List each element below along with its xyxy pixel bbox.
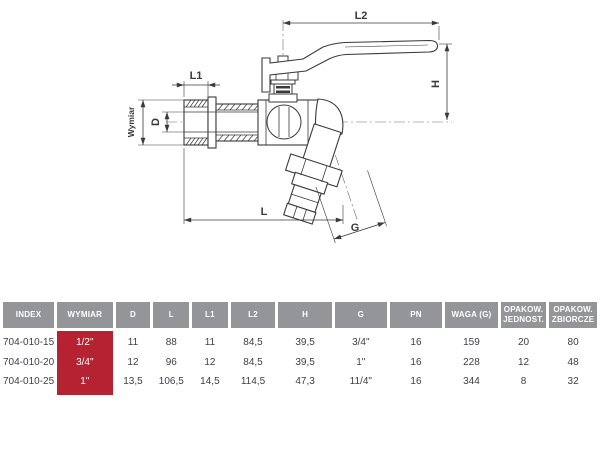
cell-wymiar: 1" — [57, 372, 113, 395]
cell-l1: 11 — [204, 337, 216, 348]
packing-ring-1 — [276, 86, 290, 89]
cell-index: 704-010-25 — [3, 376, 55, 387]
col-header-g: G — [334, 302, 387, 331]
valve-technical-drawing: L2 L1 Wymiar D H L G — [126, 10, 452, 243]
cell-d: 13,5 — [123, 376, 143, 387]
pipe-thread-hatch — [217, 103, 260, 142]
table-row: 704-010-15 1/2" 11 88 11 84,5 39,5 3/4" … — [3, 331, 597, 353]
cell-l2: 84,5 — [243, 356, 263, 368]
cell-waga: 344 — [463, 376, 480, 387]
dimension-label-l1: L1 — [190, 70, 203, 82]
col-header-waga: WAGA (G) — [445, 302, 498, 331]
col-header-opakow-zbiorcze: OPAKOW. ZBIORCZE — [549, 302, 597, 331]
cell-l2: 114,5 — [240, 376, 266, 387]
cell-index: 704-010-20 — [3, 356, 55, 368]
packing-ring-2 — [276, 90, 290, 93]
inlet-thread-bands — [184, 106, 208, 139]
cell-wymiar: 1/2" — [57, 331, 113, 353]
cell-opakow-zbiorcze: 32 — [567, 376, 579, 387]
cell-l: 106,5 — [158, 376, 184, 387]
dimension-l2 — [283, 20, 440, 40]
col-header-index: INDEX — [3, 302, 55, 331]
cell-h: 39,5 — [295, 356, 315, 368]
cell-pn: 16 — [410, 376, 422, 387]
valve-ball — [266, 104, 302, 140]
dimension-label-h: H — [430, 80, 442, 88]
cell-opakow-jednost: 12 — [517, 356, 530, 368]
cell-g: 3/4" — [352, 337, 370, 348]
cell-g: 11/4" — [349, 376, 372, 387]
cell-h: 39,5 — [295, 337, 315, 348]
dimension-l1 — [172, 81, 220, 97]
cell-g: 1" — [356, 356, 366, 368]
dimension-label-d: D — [150, 118, 162, 126]
cell-opakow-jednost: 20 — [517, 337, 530, 348]
cell-pn: 16 — [410, 337, 422, 348]
spec-table: INDEX WYMIAR D L L1 L2 H G PN WAGA (G) O… — [0, 302, 600, 395]
hose-connector — [282, 123, 343, 225]
col-header-h: H — [278, 302, 332, 331]
dimension-label-l: L — [261, 206, 268, 218]
cell-opakow-zbiorcze: 48 — [567, 356, 579, 368]
dimension-l — [183, 148, 344, 224]
col-header-pn: PN — [389, 302, 443, 331]
col-header-l: L — [153, 302, 190, 331]
ball-port-lines — [278, 107, 290, 137]
col-header-d: D — [115, 302, 151, 331]
dimension-label-l2: L2 — [355, 10, 368, 22]
cell-l: 88 — [165, 337, 177, 348]
cell-l: 96 — [165, 356, 177, 368]
cell-l2: 84,5 — [243, 337, 263, 348]
spout-detail-lines — [291, 158, 328, 222]
cell-wymiar: 3/4" — [57, 352, 113, 372]
dimension-h — [439, 43, 452, 120]
bore-lines — [184, 111, 262, 133]
col-header-wymiar: WYMIAR — [57, 302, 113, 331]
body-flanges — [265, 100, 309, 145]
cell-d: 11 — [127, 337, 139, 348]
cell-waga: 228 — [463, 356, 480, 368]
col-header-l2: L2 — [230, 302, 276, 331]
handle-lever — [261, 39, 439, 93]
dimension-wymiar — [138, 99, 184, 146]
table-row: 704-010-20 3/4" 12 96 12 84,5 39,5 1" 16… — [3, 352, 597, 372]
cell-h: 47,3 — [295, 376, 315, 387]
spec-table-area: INDEX WYMIAR D L L1 L2 H G PN WAGA (G) O… — [0, 302, 600, 395]
table-header-row: INDEX WYMIAR D L L1 L2 H G PN WAGA (G) O… — [3, 302, 597, 331]
inlet-thread-hatch — [185, 99, 208, 146]
dimension-g — [315, 170, 387, 243]
bonnet — [268, 93, 298, 103]
handle-detail-line — [344, 44, 429, 48]
table-row: 704-010-25 1" 13,5 106,5 14,5 114,5 47,3… — [3, 372, 597, 395]
dimension-d — [162, 111, 184, 133]
cell-opakow-zbiorcze: 80 — [567, 337, 579, 348]
dimension-label-g: G — [351, 222, 360, 234]
cell-index: 704-010-15 — [3, 337, 55, 348]
technical-drawing-area: L2 L1 Wymiar D H L G — [126, 10, 452, 243]
cell-d: 12 — [127, 356, 139, 368]
cell-waga: 159 — [463, 337, 480, 348]
cell-l1: 14,5 — [200, 376, 220, 387]
dimension-label-wymiar: Wymiar — [126, 106, 136, 137]
inlet-thread — [183, 96, 217, 149]
cell-pn: 16 — [410, 356, 422, 368]
col-header-opakow-jednost: OPAKOW. JEDNOST. — [500, 302, 547, 331]
col-header-l1: L1 — [192, 302, 228, 331]
cell-l1: 12 — [204, 356, 216, 368]
cell-opakow-jednost: 8 — [520, 376, 527, 387]
stem-washer — [270, 79, 296, 85]
